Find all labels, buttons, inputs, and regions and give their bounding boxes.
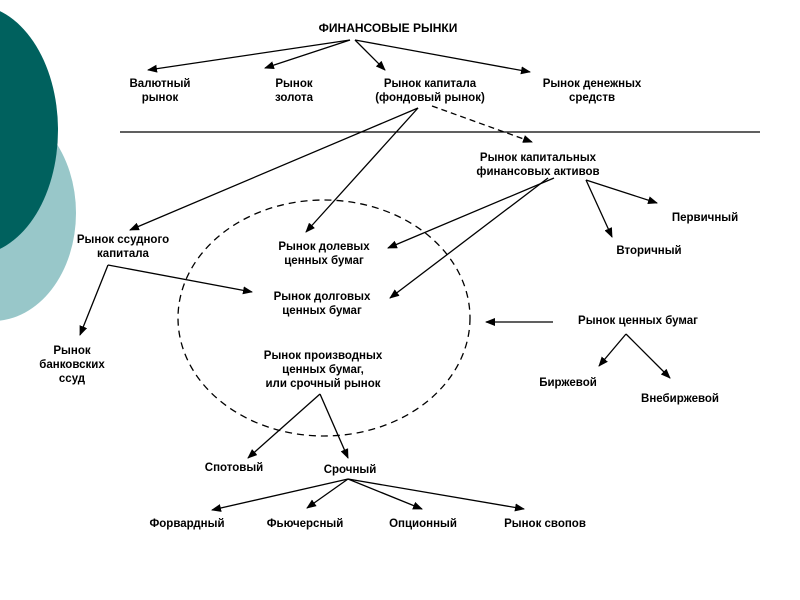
node-term: Срочный: [323, 464, 377, 476]
node-line: средств: [568, 92, 616, 104]
arrow-assets-secondary: [585, 179, 613, 238]
node-line: Рынок производных: [263, 350, 383, 362]
arrow-root-gold: [264, 39, 351, 69]
node-line: капитала: [97, 248, 149, 260]
node-line: Рынок долговых: [273, 291, 371, 303]
arrow-term-swap: [347, 478, 525, 512]
node-line: Рынок: [53, 345, 91, 357]
node-money-market: Рынок денежных средств: [543, 77, 642, 105]
node-securities-market: Рынок ценных бумаг: [578, 315, 698, 327]
node-line: рынок: [141, 92, 179, 104]
dashed-ellipse: [177, 199, 471, 437]
arrow-securities-exchange: [598, 333, 627, 367]
node-line: ценных бумаг: [284, 255, 364, 267]
node-line: ценных бумаг: [282, 305, 362, 317]
node-line: Рынок капитальных: [479, 152, 597, 164]
node-primary: Первичный: [671, 212, 739, 224]
arrow-loan-debt: [107, 264, 253, 295]
diagram-title: ФИНАНСОВЫЕ РЫНКИ: [318, 21, 458, 35]
node-capital-market: Рынок капитала (фондовый рынок): [375, 77, 485, 105]
node-gold-market: Рынок золота: [275, 77, 313, 105]
node-line: Рынок денежных: [542, 78, 642, 90]
arrow-capital-loan: [129, 107, 419, 231]
arrow-capital-capital-assets: [431, 105, 533, 143]
arrow-derivatives-term: [319, 393, 349, 459]
node-debt-market: Рынок долговых ценных бумаг: [274, 290, 371, 318]
node-line: Рынок: [275, 78, 313, 90]
arrow-assets-primary: [585, 179, 658, 205]
node-exchange: Биржевой: [539, 377, 597, 389]
node-option: Опционный: [389, 518, 457, 530]
arrow-capital-equity: [305, 107, 419, 233]
node-derivatives-market: Рынок производных ценных бумаг, или сроч…: [264, 349, 382, 391]
node-line: финансовых активов: [476, 166, 600, 178]
node-line: золота: [274, 92, 314, 104]
node-line: или срочный рынок: [265, 378, 381, 390]
node-swap: Рынок свопов: [504, 518, 586, 530]
node-currency-market: Валютный рынок: [129, 77, 190, 105]
arrow-root-currency: [147, 39, 351, 73]
arrow-root-capital: [354, 39, 386, 71]
node-line: Рынок капитала: [383, 78, 477, 90]
arrow-assets-debt: [389, 177, 549, 299]
node-capital-assets-market: Рынок капитальных финансовых активов: [476, 151, 599, 179]
node-line: банковских: [39, 359, 105, 371]
arrow-loan-bank: [79, 264, 109, 336]
node-line: Валютный: [129, 78, 191, 90]
arrow-term-option: [347, 478, 423, 510]
arrow-term-futures: [306, 478, 349, 509]
arrow-derivatives-spot: [247, 393, 321, 459]
arrow-securities-otc: [625, 333, 671, 379]
node-line: Рынок ссудного: [76, 234, 170, 246]
arrow-term-forward: [211, 478, 349, 512]
node-otc: Внебиржевой: [641, 393, 719, 405]
node-spot: Спотовый: [204, 462, 264, 474]
node-line: ценных бумаг,: [282, 364, 364, 376]
node-forward: Форвардный: [149, 518, 225, 530]
arrow-root-money: [354, 39, 531, 75]
node-equity-market: Рынок долевых ценных бумаг: [278, 240, 369, 268]
node-futures: Фьючерсный: [266, 518, 344, 530]
arrow-assets-equity: [387, 177, 555, 249]
node-secondary: Вторичный: [616, 245, 682, 257]
node-line: Рынок долевых: [278, 241, 370, 253]
node-line: ссуд: [58, 373, 86, 385]
node-bank-loans-market: Рынок банковских ссуд: [39, 344, 104, 386]
node-loan-capital-market: Рынок ссудного капитала: [77, 233, 169, 261]
node-line: (фондовый рынок): [375, 92, 485, 104]
